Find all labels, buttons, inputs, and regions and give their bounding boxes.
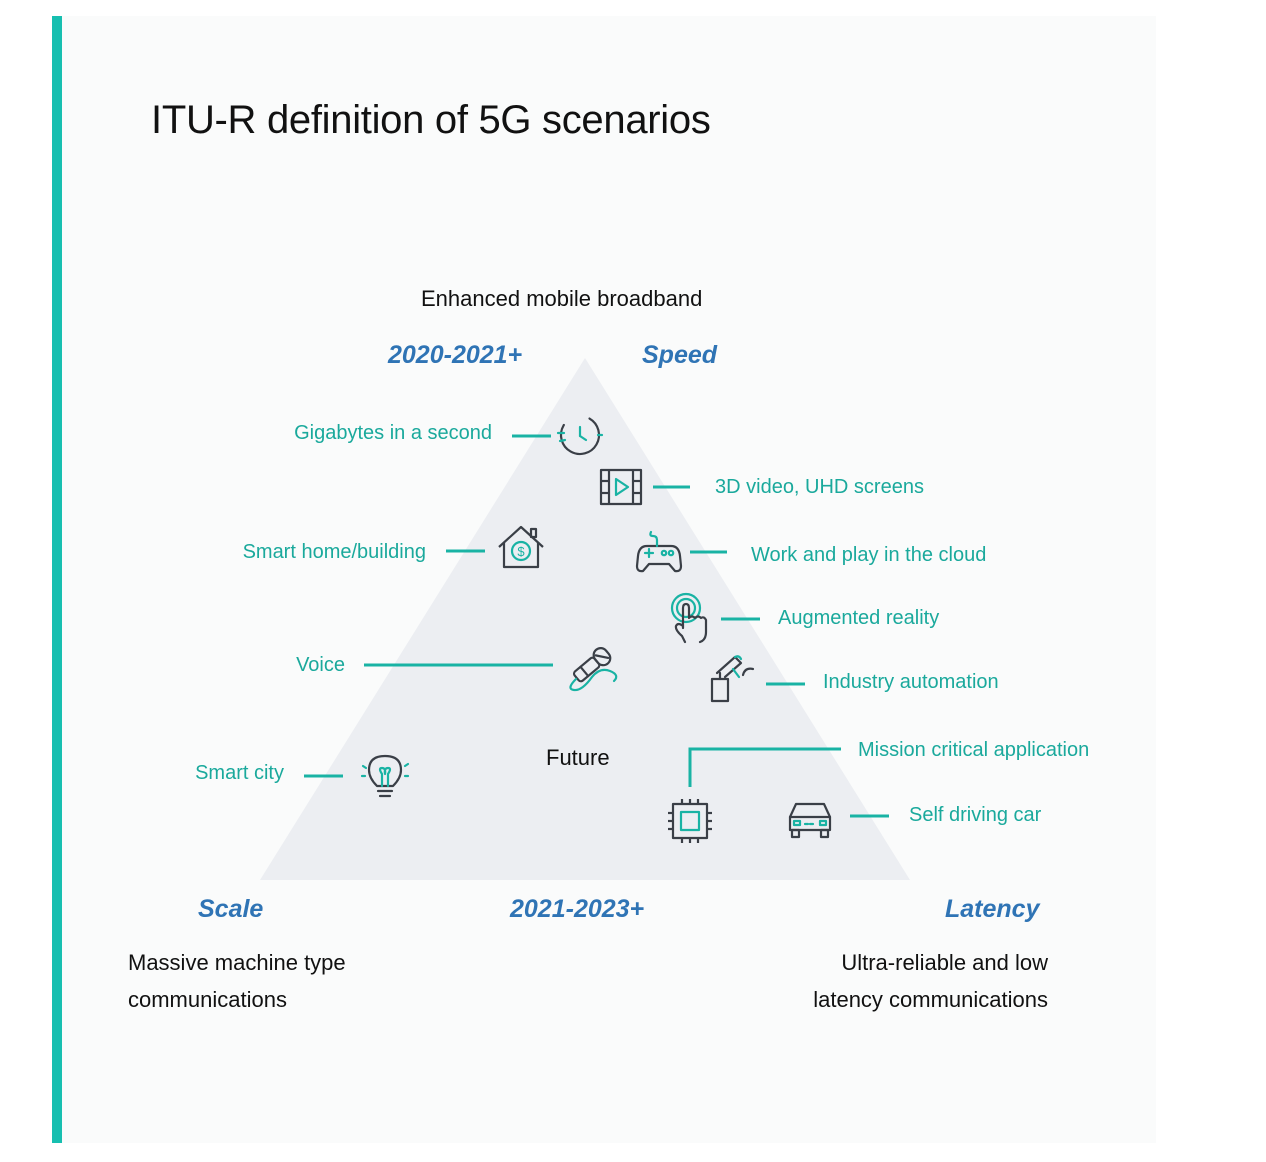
touch-hand-icon bbox=[670, 592, 708, 644]
year-label-bottom: 2021-2023+ bbox=[510, 895, 645, 923]
urllc-heading-line1: Ultra-reliable and low bbox=[841, 950, 1048, 975]
urllc-heading-line2: latency communications bbox=[813, 987, 1048, 1012]
gamepad-icon bbox=[635, 530, 683, 573]
axis-label-latency: Latency bbox=[945, 895, 1040, 923]
film-play-icon bbox=[599, 468, 643, 506]
use-case-car: Self driving car bbox=[909, 804, 1042, 826]
axis-label-speed: Speed bbox=[642, 341, 718, 369]
mmtc-heading-line2: communications bbox=[128, 987, 287, 1012]
stopwatch-icon bbox=[556, 414, 604, 456]
year-label-top: 2020-2021+ bbox=[388, 341, 523, 369]
use-case-mission: Mission critical application bbox=[858, 739, 1090, 761]
page-title: ITU-R definition of 5G scenarios bbox=[151, 98, 711, 142]
use-case-voice: Voice bbox=[296, 654, 345, 676]
chip-icon bbox=[668, 799, 712, 843]
use-case-ar: Augmented reality bbox=[778, 607, 940, 629]
accent-bar bbox=[52, 16, 62, 1143]
house-dollar-icon: $ bbox=[498, 525, 544, 569]
use-case-cloud: Work and play in the cloud bbox=[751, 544, 987, 566]
future-label: Future bbox=[546, 745, 610, 770]
svg-text:$: $ bbox=[517, 544, 525, 559]
axis-label-scale: Scale bbox=[198, 895, 264, 923]
microphone-icon bbox=[569, 647, 618, 692]
use-case-video: 3D video, UHD screens bbox=[715, 476, 924, 498]
mmtc-heading-line1: Massive machine type bbox=[128, 950, 346, 975]
use-case-gigabytes: Gigabytes in a second bbox=[294, 422, 492, 444]
connector-mission bbox=[688, 747, 841, 787]
robot-arm-icon bbox=[710, 655, 755, 703]
use-case-smart-home: Smart home/building bbox=[242, 541, 426, 563]
use-case-smart-city: Smart city bbox=[195, 762, 284, 784]
lightbulb-icon bbox=[360, 754, 410, 798]
car-icon bbox=[788, 802, 832, 839]
use-case-industry: Industry automation bbox=[823, 671, 999, 693]
embb-heading: Enhanced mobile broadband bbox=[421, 286, 703, 311]
